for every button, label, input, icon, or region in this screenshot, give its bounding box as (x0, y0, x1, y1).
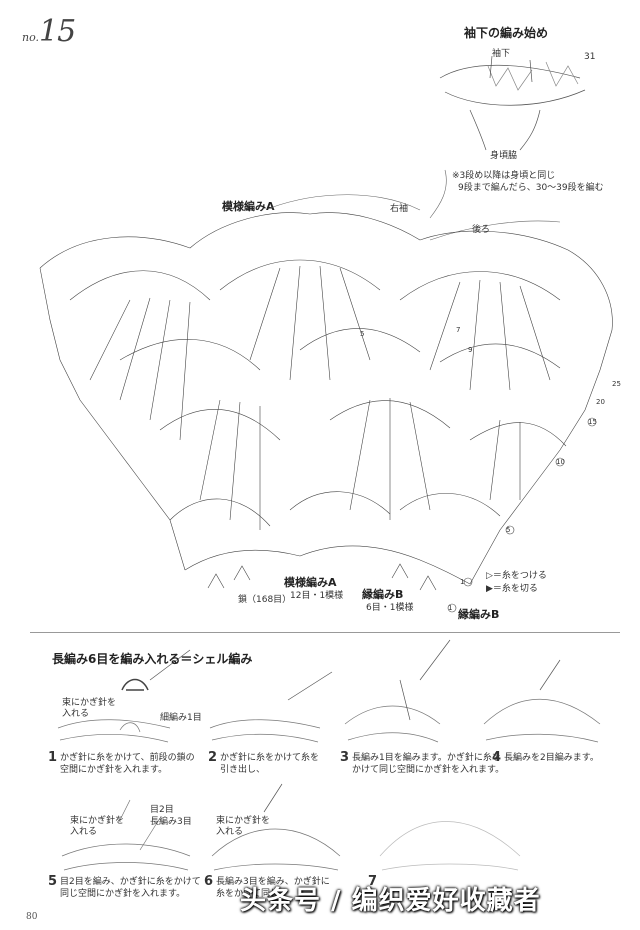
step-6-callout-line-2: 入れる (216, 827, 244, 837)
step-5-callout-2: 目2目 (150, 805, 174, 815)
step-5-callout: 束にかぎ針を 入れる (70, 816, 124, 838)
row-number: 1 (460, 578, 465, 586)
step-5-text-line-2: 同じ空間にかぎ針を入れます。 (60, 889, 186, 899)
row-number: 5 (360, 330, 365, 338)
shell-section-title: 長編み6目を編み入れる＝シェル編み (52, 652, 253, 666)
step-5-callout-line-1: 束にかぎ針を (70, 816, 125, 826)
row-number: 1 (448, 604, 453, 612)
step-6-callout-line-1: 束にかぎ針を (216, 816, 271, 826)
label-edge-b: 縁編みB (362, 588, 404, 601)
step-1-text-line-1: かぎ針に糸をかけて、前段の鎖の (60, 753, 195, 763)
page-number: 80 (26, 912, 38, 922)
sleeve-start-drawing (439, 55, 586, 151)
label-repeat-b: 6目・1模様 (366, 603, 414, 613)
row-number: 20 (596, 398, 605, 406)
legend-attach: ▷＝糸をつける (486, 571, 547, 581)
row-number: 25 (612, 380, 621, 388)
step-1-callout-line-1: 束にかぎ針を (62, 698, 117, 708)
step-1-callout-line-2: 入れる (62, 709, 90, 719)
step-4-text-line-1: 長編みを2目編みます。 (504, 753, 599, 763)
pattern-number-prefix: no. (22, 31, 40, 44)
shell-step-drawings (57, 639, 601, 871)
step-5-callout-3: 長編み3目 (150, 817, 192, 827)
step-6-text-line-1: 長編み3目を編み、かぎ針に (216, 877, 330, 887)
step-5-text-line-1: 目2目を編み、かぎ針に糸をかけて (60, 877, 201, 887)
yoke-chart-drawing (39, 212, 613, 591)
sleeve-note-line-2: 9段まで編んだら、30～39段を編む (458, 183, 604, 193)
step-2-text-line-2: 引き出し、 (220, 765, 266, 775)
sleeve-row-marker: 31 (584, 52, 596, 62)
row-number: 10 (556, 458, 565, 466)
sleeve-start-title: 袖下の編み始め (464, 26, 549, 40)
step-7-number: 7 (368, 874, 378, 889)
row-number: 5 (506, 526, 511, 534)
sleeve-note: ※3段め以降は身頃と同じ 9段まで編んだら、30～39段を編む (452, 170, 604, 194)
step-1-callout-sc: 細編み1目 (160, 713, 202, 723)
label-body-side: 身頃脇 (490, 151, 518, 161)
pattern-number: no.15 (22, 14, 76, 49)
step-3-text-line-1: 長編み1目を編みます。かぎ針に糸を (352, 753, 501, 763)
step-1-callout: 束にかぎ針を 入れる (62, 698, 116, 720)
step-3-number: 3 (340, 750, 350, 765)
label-sleeve-under: 袖下 (492, 49, 511, 59)
label-pattern-a-bottom: 模様編みA (284, 576, 337, 589)
label-back: 後ろ (472, 225, 491, 235)
section-divider (30, 632, 620, 633)
step-7: 7 (368, 874, 380, 889)
step-3-text-line-2: かけて同じ空間にかぎ針を入れます。 (352, 765, 505, 775)
step-2-text-line-1: かぎ針に糸をかけて糸を (220, 753, 320, 763)
step-6-text-line-2: 糸をかけて同じ (216, 889, 280, 899)
row-number: 9 (468, 346, 473, 354)
legend-cut: ▶＝糸を切る (486, 584, 538, 594)
watermark: 头条号 / 编织爱好收藏者 (240, 886, 541, 916)
row-number: 7 (456, 326, 461, 334)
label-edge-b-2: 縁編みB (458, 608, 500, 621)
step-1-text-line-2: 空間にかぎ針を入れます。 (60, 765, 168, 775)
sleeve-note-line-1: ※3段め以降は身頃と同じ (452, 171, 556, 181)
chart-row-dots (447, 417, 597, 613)
guide-lines (269, 169, 561, 241)
step-6-number: 6 (204, 874, 214, 889)
label-right-sleeve: 右袖 (390, 204, 409, 214)
label-repeat-a: 12目・1模様 (290, 591, 344, 601)
step-5-callout-line-2: 入れる (70, 827, 98, 837)
step-5-number: 5 (48, 874, 58, 889)
label-pattern-a-top: 模様編みA (222, 200, 275, 213)
step-2-number: 2 (208, 750, 218, 765)
pattern-number-value: 15 (39, 14, 76, 49)
row-number: 15 (588, 418, 597, 426)
step-4-number: 4 (492, 750, 502, 765)
step-1-number: 1 (48, 750, 58, 765)
label-chain-count: 鎖（168目） (238, 595, 292, 605)
step-6-callout: 束にかぎ針を 入れる (216, 816, 270, 838)
